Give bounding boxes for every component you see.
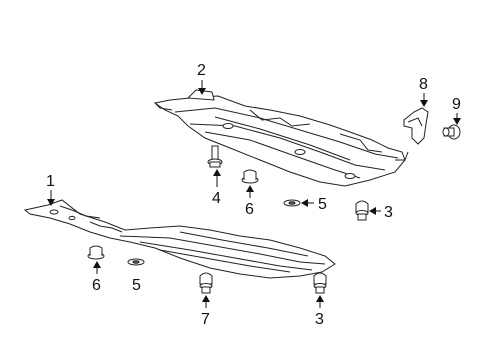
callout-7: 7 [201,311,210,328]
washer-part-5-lower [127,258,145,266]
callout-1: 1 [46,173,55,190]
callout-labels: 2 1 8 9 4 6 5 3 6 5 7 3 [46,62,461,328]
lower-splash-shield [23,199,336,279]
upper-splash-shield [153,89,409,187]
washer-part-5-upper [283,199,301,207]
bolt-part-4 [207,145,223,168]
callout-9: 9 [452,96,461,113]
nut-part-6-upper [241,169,259,184]
clip-part-3-upper [355,200,369,221]
callout-2: 2 [197,62,206,79]
callout-6-lower: 6 [92,277,101,294]
clip-part-7 [199,272,213,294]
callout-3-upper: 3 [384,204,393,221]
callout-4: 4 [212,190,221,207]
nut-part-6-lower [87,245,105,260]
bracket-part [403,107,429,145]
callout-6-upper: 6 [245,201,254,218]
callout-8: 8 [419,76,428,93]
callout-3-lower: 3 [315,311,324,328]
callout-5-upper: 5 [318,196,327,213]
clip-part-3-lower [313,272,327,294]
leader-lines [47,80,461,308]
push-pin-part [442,124,461,140]
callout-5-lower: 5 [132,277,141,294]
